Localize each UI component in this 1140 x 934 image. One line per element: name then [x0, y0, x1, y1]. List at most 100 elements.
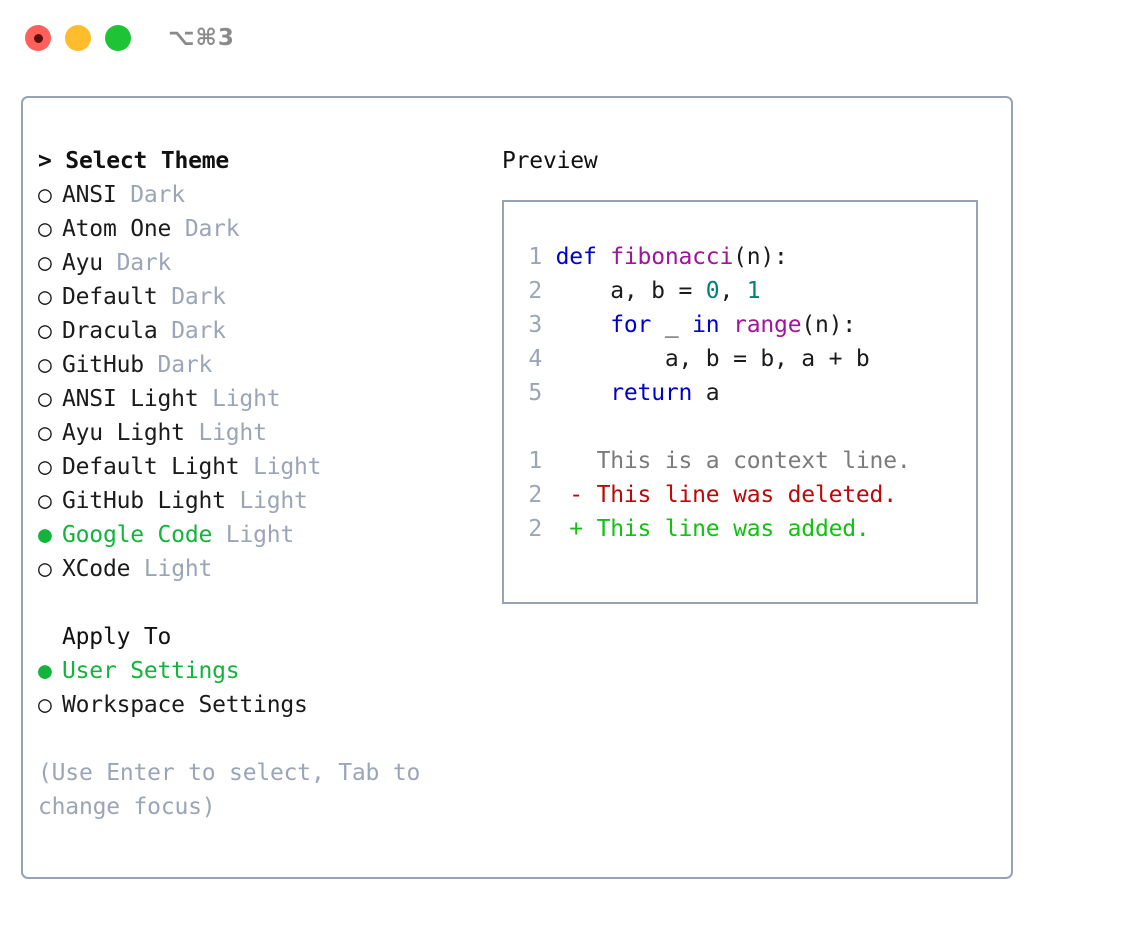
- radio-selected-icon: ●: [38, 522, 52, 548]
- theme-option-gap: [239, 454, 253, 480]
- radio-unselected-icon: ○: [38, 556, 52, 582]
- theme-option-ayu-light[interactable]: ○ Ayu Light Light: [38, 416, 488, 450]
- radio-unselected-icon: ○: [38, 182, 52, 208]
- radio-unselected-icon: ○: [38, 386, 52, 412]
- code-line: 4 a, b = b, a + b: [514, 342, 976, 376]
- theme-option-default-light[interactable]: ○Default Light Light: [38, 450, 488, 484]
- gutter-gap: [542, 516, 569, 542]
- gutter-gap: [542, 278, 556, 304]
- theme-option-name: Ayu: [62, 250, 103, 276]
- code-line: 5 return a: [514, 376, 976, 410]
- diff-text: This is a context line.: [582, 448, 911, 474]
- theme-option-name: GitHub: [62, 352, 144, 378]
- theme-option-gap: [198, 386, 212, 412]
- theme-option-dracula[interactable]: ○Dracula Dark: [38, 314, 488, 348]
- select-theme-header-prefix: >: [38, 148, 66, 174]
- maximize-button[interactable]: [105, 25, 131, 51]
- theme-selection-column: > Select Theme ○ANSI Dark○Atom One Dark○…: [38, 144, 488, 824]
- line-number: 4: [528, 346, 542, 372]
- code-line: 2 a, b = 0, 1: [514, 274, 976, 308]
- theme-list: ○ANSI Dark○Atom One Dark○Ayu Dark○Defaul…: [38, 178, 488, 586]
- radio-unselected-icon: ○: [38, 250, 52, 276]
- radio-unselected-icon: ○: [38, 216, 52, 242]
- gutter-gap: [542, 312, 556, 338]
- apply-to-header-label: Apply To: [62, 624, 172, 650]
- theme-option-variant-tag: Light: [225, 522, 295, 548]
- theme-option-name: ANSI Light: [62, 386, 199, 412]
- radio-unselected-icon: ○: [38, 318, 52, 344]
- gutter-gap: [542, 448, 569, 474]
- line-number: 2: [528, 482, 542, 508]
- apply-to-header-indent: ○: [38, 620, 62, 654]
- gutter-gap: [542, 380, 556, 406]
- theme-option-github-light[interactable]: ○GitHub Light Light: [38, 484, 488, 518]
- theme-option-gap: [212, 522, 226, 548]
- select-theme-header-label: Select Theme: [65, 148, 230, 174]
- theme-option-ansi[interactable]: ○ANSI Dark: [38, 178, 488, 212]
- theme-option-xcode[interactable]: ○ XCode Light: [38, 552, 488, 586]
- diff-marker: -: [569, 482, 583, 508]
- code-token-kw: in: [692, 312, 720, 338]
- theme-option-gap: [144, 352, 158, 378]
- preview-title: Preview: [502, 148, 598, 174]
- theme-option-variant-tag: Dark: [157, 352, 213, 378]
- radio-unselected-icon: ○: [38, 352, 52, 378]
- gutter-gap: [542, 244, 556, 270]
- theme-option-name: Default: [62, 284, 158, 310]
- keyboard-hint-text: (Use Enter to select, Tab to change focu…: [38, 760, 434, 820]
- theme-option-ayu[interactable]: ○ Ayu Dark: [38, 246, 488, 280]
- diff-text: This line was added.: [582, 516, 870, 542]
- diff-line-added: 2 + This line was added.: [514, 512, 976, 546]
- line-number: 5: [528, 380, 542, 406]
- title-bar: ⌥⌘3: [0, 0, 1140, 78]
- apply-to-list: ● User Settings ○Workspace Settings: [38, 654, 488, 722]
- code-line: 3 for _ in range(n):: [514, 308, 976, 342]
- theme-option-variant-tag: Light: [143, 556, 213, 582]
- theme-option-gap: [158, 284, 172, 310]
- code-token-pl: a, b = b, a + b: [555, 346, 870, 372]
- theme-option-name: ANSI: [62, 182, 117, 208]
- gutter-gap: [542, 346, 556, 372]
- theme-option-default[interactable]: ○Default Dark: [38, 280, 488, 314]
- code-token-pl: _: [651, 312, 693, 338]
- theme-option-name: XCode: [62, 556, 131, 582]
- theme-option-gap: [171, 216, 185, 242]
- theme-option-google-code[interactable]: ● Google Code Light: [38, 518, 488, 552]
- diff-sample: 1 This is a context line. 2 - This line w…: [514, 444, 976, 546]
- apply-to-option-user-settings[interactable]: ● User Settings: [38, 654, 488, 688]
- keyboard-shortcut-label: ⌥⌘3: [168, 25, 235, 51]
- code-token-kw: return: [610, 380, 693, 406]
- dialog-columns: > Select Theme ○ANSI Dark○Atom One Dark○…: [23, 98, 1011, 877]
- line-number: 1: [528, 448, 542, 474]
- apply-to-option-workspace-settings[interactable]: ○Workspace Settings: [38, 688, 488, 722]
- theme-option-gap: [158, 318, 172, 344]
- minimize-button[interactable]: [65, 25, 91, 51]
- traffic-light-group: [25, 25, 131, 51]
- code-token-pl: [719, 312, 733, 338]
- theme-option-variant-tag: Light: [239, 488, 308, 514]
- code-token-pl: [556, 312, 611, 338]
- radio-unselected-icon: ○: [38, 420, 52, 446]
- line-number: 2: [528, 278, 542, 304]
- theme-option-variant-tag: Dark: [171, 284, 226, 310]
- theme-option-gap: [117, 182, 131, 208]
- theme-option-atom-one[interactable]: ○Atom One Dark: [38, 212, 488, 246]
- apply-to-option-name: User Settings: [62, 658, 240, 684]
- theme-option-name: Atom One: [62, 216, 172, 242]
- code-token-kw: for: [610, 312, 652, 338]
- line-number: 1: [528, 244, 542, 270]
- theme-option-github[interactable]: ○ GitHub Dark: [38, 348, 488, 382]
- gutter-gap: [542, 482, 569, 508]
- theme-option-ansi-light[interactable]: ○ANSI Light Light: [38, 382, 488, 416]
- theme-option-name: Google Code: [62, 522, 213, 548]
- theme-option-variant-tag: Dark: [116, 250, 172, 276]
- close-button[interactable]: [25, 25, 51, 51]
- theme-option-name: Dracula: [62, 318, 158, 344]
- section-spacer: [38, 586, 488, 620]
- theme-option-name: Ayu Light: [62, 420, 185, 446]
- radio-selected-icon: ●: [38, 658, 52, 684]
- diff-marker: [569, 448, 583, 474]
- theme-option-variant-tag: Light: [198, 420, 267, 446]
